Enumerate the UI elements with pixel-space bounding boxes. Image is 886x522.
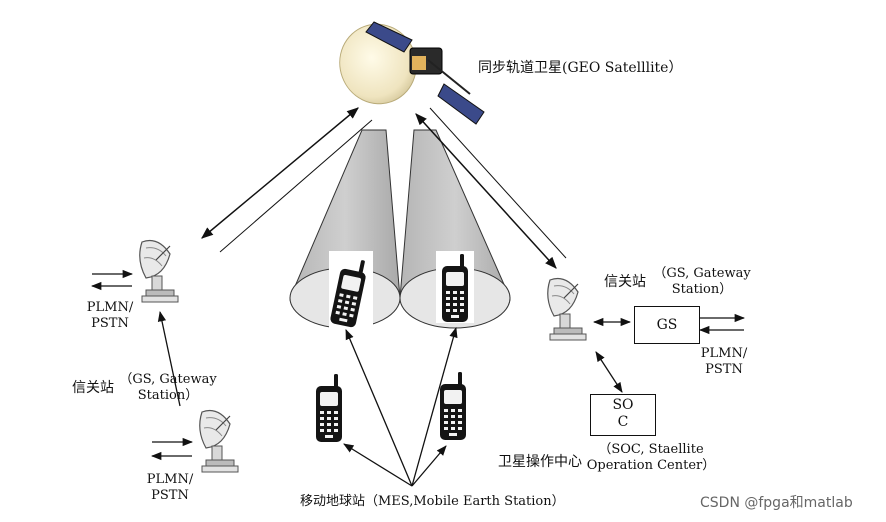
soc-label-en-line2: Operation Center） [586,458,716,473]
ground-station-icon [547,277,587,341]
soc-label-zh: 卫星操作中心 [498,454,582,470]
network-label-line1: PLMN/ [86,300,134,315]
mobile-phone-icon [436,251,474,323]
gateway-label-en-line1: （GS, Gateway [119,372,217,387]
soc-label-en-line1: （SOC, Staellite [598,442,704,457]
pstn-link-arrows [150,437,194,461]
mes-label: 移动地球站（MES,Mobile Earth Station） [300,494,565,509]
mobile-phone-icon [329,251,373,329]
network-label-line2: PSTN [705,362,743,377]
gateway-label-zh: 信关站 [72,380,114,396]
satellite-link-right [415,107,567,269]
soc-box-line2: C [617,414,629,430]
mobile-phone-icon [316,374,342,442]
network-label: PLMN/ PSTN [142,472,198,504]
soc-box-line1: SO [612,397,634,413]
network-label-line1: PLMN/ [700,346,748,361]
network-label-line2: PSTN [91,316,129,331]
soc-label-en: （SOC, Staellite Operation Center） [584,442,718,474]
network-label-line2: PSTN [151,488,189,503]
mes-links [343,326,458,487]
pstn-link-arrows [90,269,134,291]
ground-station-icon [139,239,179,303]
soc-box: SO C [590,394,656,436]
gateway-label-en: （GS, Gateway Station） [116,372,220,404]
soc-link [595,351,623,393]
gs-box: GS [634,306,700,344]
gateway-label-en: （GS, Gateway Station） [650,266,754,298]
watermark: CSDN @fpga和matlab [700,495,853,511]
gateway-label-en-line1: （GS, Gateway [653,266,751,281]
pstn-link-arrows [698,313,746,335]
gateway-label-en-line2: Station） [671,282,733,297]
ground-station-icon [199,409,239,473]
gateway-link [157,310,181,407]
satellite-link-left [201,107,373,253]
mobile-phone-icon [440,372,466,440]
satellite-icon [339,21,485,125]
gateway-label-zh: 信关站 [604,274,646,290]
network-label: PLMN/ PSTN [696,346,752,378]
network-label-line1: PLMN/ [146,472,194,487]
satellite-label: 同步轨道卫星(GEO Satelllite） [478,60,683,76]
network-label: PLMN/ PSTN [82,300,138,332]
gateway-label-en-line2: Station） [137,388,199,403]
